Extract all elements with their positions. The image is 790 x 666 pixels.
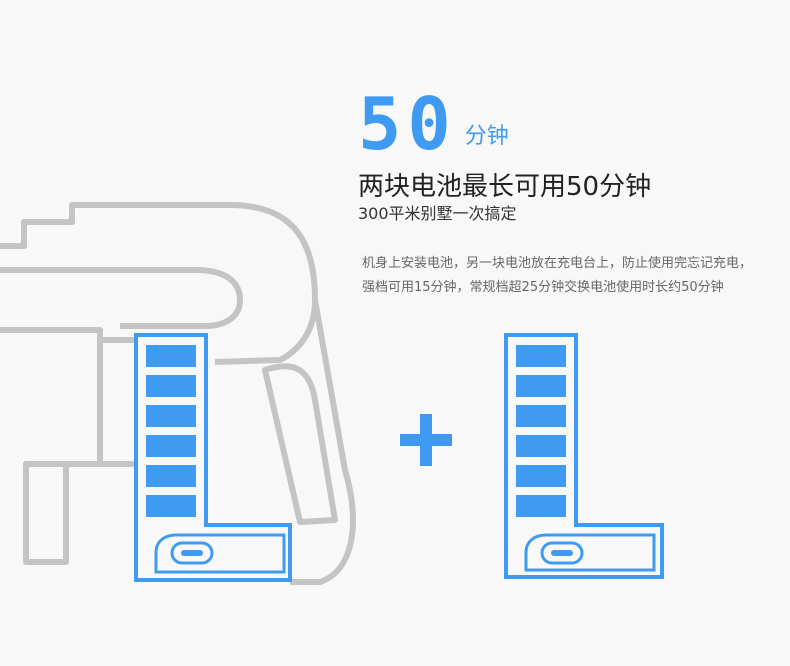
battery-cell: [516, 345, 566, 367]
runtime-unit: 分钟: [464, 124, 509, 149]
battery-cells: [516, 345, 566, 517]
usb-port-icon: [170, 541, 214, 565]
battery-cell: [146, 435, 196, 457]
page-subtitle: 300平米别墅一次搞定: [358, 204, 517, 223]
description-text: 机身上安装电池，另一块电池放在充电台上，防止使用完忘记充电，强档可用15分钟，常…: [362, 256, 753, 295]
battery-cell: [516, 495, 566, 517]
battery-pack-spare: [504, 333, 664, 579]
battery-cell: [146, 495, 196, 517]
battery-cells: [146, 345, 196, 517]
battery-cell: [146, 345, 196, 367]
page-title: 两块电池最长可用50分钟: [358, 172, 652, 202]
runtime-number: 50: [358, 82, 457, 166]
battery-cell: [146, 375, 196, 397]
battery-pack-installed: [134, 333, 292, 582]
battery-cell: [516, 375, 566, 397]
battery-cell: [516, 465, 566, 487]
battery-cell: [516, 405, 566, 427]
usb-port-icon: [540, 541, 584, 565]
plus-icon: [400, 414, 452, 466]
battery-cell: [146, 465, 196, 487]
battery-cell: [146, 405, 196, 427]
battery-cell: [516, 435, 566, 457]
vacuum-outline: [0, 202, 356, 585]
